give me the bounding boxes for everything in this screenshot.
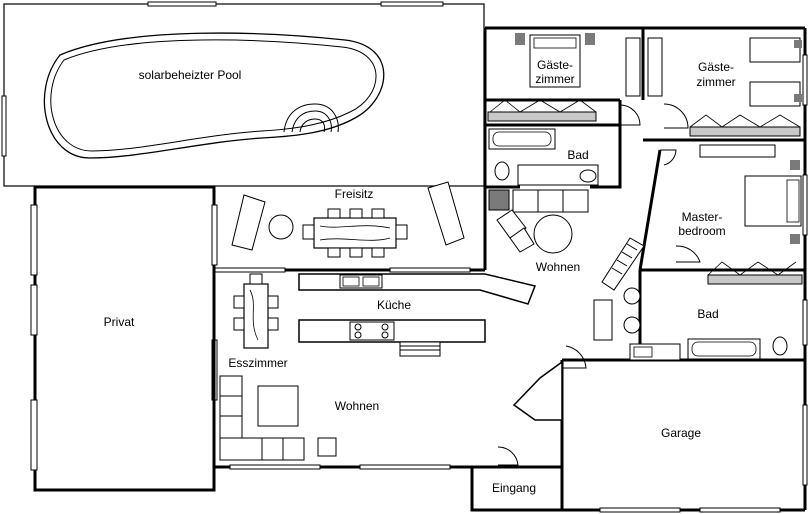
plant-icon [623,287,641,305]
kitchen: Küche [298,273,537,357]
sofa-icon [512,189,589,213]
room-label-living: Wohnen [335,399,379,413]
room-label-bath-top: Bad [567,148,588,162]
door-swing-icon [497,446,519,466]
door-swing-icon [619,104,641,126]
closet-icon [689,126,801,137]
room-label-living-small: Wohnen [536,260,580,274]
freisitz-area: Freisitz [231,181,465,258]
master-bedroom: Master- bedroom [660,144,803,285]
pool-inner-outline [50,39,377,152]
chair-icon [302,208,408,258]
side-table-icon [317,437,337,457]
wardrobe-icon [647,37,663,97]
room-label-guest2-l1: Gäste- [698,60,734,74]
sink-icon [339,274,383,289]
chair-icon [509,227,535,253]
room-label-guest1-l1: Gäste- [537,58,573,72]
fireplace-icon [593,299,613,341]
room-label-guest1-l2: zimmer [535,72,574,86]
table-icon [243,283,269,349]
room-label-freisitz: Freisitz [335,187,374,201]
living-small: Wohnen [488,189,589,274]
door-swing-icon [675,245,701,263]
room-label-dining: Esszimmer [228,356,287,370]
dresser-icon [699,144,776,158]
stove-icon [349,321,395,341]
wardrobe-icon [625,37,641,97]
counter-icon [298,273,537,305]
dining: Esszimmer [228,273,288,370]
room-label-master-l2: bedroom [678,224,725,238]
room-label-bath-master: Bad [697,307,718,321]
windows [214,54,808,513]
room-label-kitchen: Küche [377,298,411,312]
side-table-icon [268,214,294,240]
bathtub-icon [687,338,761,360]
closet-icon [487,111,597,122]
door-swing-icon [660,149,677,166]
pool-steps-icon [283,103,339,133]
room-label-entrance: Eingang [492,481,536,495]
table-icon [313,217,397,249]
guest-room-2: Gäste- zimmer [647,37,802,137]
bath-master: Bad [629,307,788,361]
coffee-table-icon [257,385,299,427]
bathtub-icon [488,128,556,150]
room-label-guest2-l2: zimmer [696,75,735,89]
door-swing-icon [663,103,689,129]
bath-top: Bad [488,128,599,186]
bed-icon [749,37,801,63]
dishwasher-icon [399,341,441,357]
plant-icon [623,316,641,334]
pool-outline [43,32,385,159]
room-label-garage: Garage [661,426,701,440]
room-label-privat: Privat [104,315,135,329]
guest-room-1: Gäste- zimmer [487,33,641,126]
table-icon [533,214,573,254]
sofa-icon [219,375,305,461]
chair-icon [233,273,279,331]
sink-icon [629,343,681,361]
chair-icon [496,209,527,239]
lounge-chair-icon [231,181,465,251]
bed-icon [749,81,801,107]
door-swing-icon [562,345,587,369]
closet-icon [707,274,803,285]
sink-icon [579,169,597,183]
entry-bay [512,360,563,421]
pool-area: solarbeheizter Pool [1,1,485,187]
toilet-icon [494,161,510,181]
room-label-pool: solarbeheizter Pool [139,68,242,82]
room-label-master-l1: Master- [682,210,723,224]
toilet-icon [772,336,788,356]
privat-area: Privat [30,185,218,492]
living: Wohnen [219,375,519,466]
stair-icon [601,237,645,291]
